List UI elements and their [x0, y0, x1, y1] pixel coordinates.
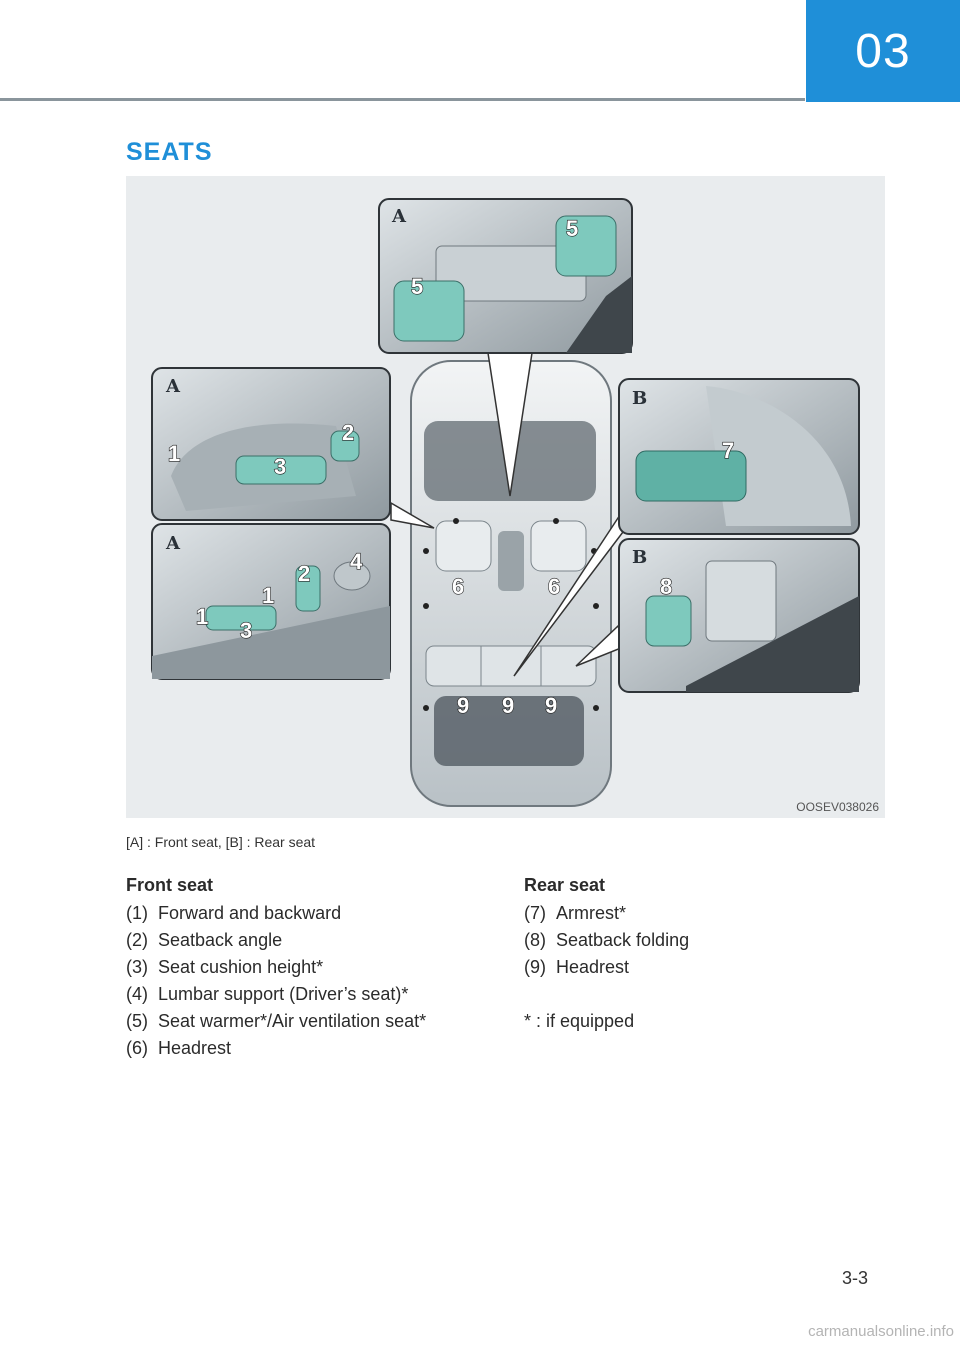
callout-3: 3 — [274, 454, 286, 479]
callout-6-left: 6 — [452, 574, 464, 599]
callout-2: 2 — [298, 561, 310, 586]
panel-letter-b: B — [632, 388, 647, 409]
callout-5-left: 5 — [411, 274, 423, 299]
panel-letter-a: A — [165, 533, 181, 554]
callout-3: 3 — [240, 618, 252, 643]
panel-front-seat-upper: A 1 2 3 — [151, 367, 391, 521]
seats-diagram: A 5 5 A 1 2 3 A 1 1 2 4 3 — [151, 198, 860, 807]
callout-1: 1 — [262, 583, 274, 608]
panel-letter-a: A — [165, 376, 181, 397]
list-item: (2)Seatback angle — [126, 930, 283, 950]
front-seat-heading: Front seat — [126, 875, 214, 895]
list-item: (5)Seat warmer*/Air ventilation seat* — [126, 1011, 427, 1031]
callout-9-center: 9 — [502, 693, 514, 718]
section-title: SEATS — [126, 138, 213, 166]
panel-letter-b: B — [632, 547, 647, 568]
callout-8: 8 — [660, 574, 672, 599]
chapter-number: 03 — [855, 24, 911, 78]
rear-seat-heading: Rear seat — [524, 875, 606, 895]
callout-7: 7 — [722, 438, 734, 463]
page-number: 3-3 — [842, 1268, 869, 1288]
callout-4: 4 — [350, 549, 363, 574]
list-item: (8)Seatback folding — [524, 930, 690, 950]
panel-front-seat-lower: A 1 1 2 4 3 — [151, 523, 391, 680]
list-item: (1)Forward and backward — [126, 903, 342, 923]
watermark: carmanualsonline.info — [808, 1323, 954, 1340]
panel-console: A 5 5 — [378, 198, 633, 354]
panel-letter-a: A — [391, 206, 407, 227]
seats-illustration: A 5 5 A 1 2 3 A 1 1 2 4 3 — [126, 176, 885, 818]
callout-1: 1 — [196, 604, 208, 629]
panel-rear-fold: B 8 — [618, 538, 860, 693]
list-item: (3)Seat cushion height* — [126, 957, 324, 977]
callout-5-right: 5 — [566, 216, 578, 241]
car-top-view — [410, 360, 612, 807]
rear-seat-list: Rear seat (7)Armrest* (8)Seatback foldin… — [524, 872, 884, 1035]
list-item: (9)Headrest — [524, 957, 630, 977]
figure-caption: [A] : Front seat, [B] : Rear seat — [126, 834, 316, 850]
list-item: (4)Lumbar support (Driver’s seat)* — [126, 984, 409, 1004]
callout-9-right: 9 — [545, 693, 557, 718]
panel-rear-armrest: B 7 — [618, 378, 860, 535]
list-item: (6)Headrest — [126, 1038, 232, 1058]
figure-code: OOSEV038026 — [796, 800, 879, 814]
callout-1: 1 — [168, 441, 180, 466]
callout-2: 2 — [342, 420, 354, 445]
pointer-front-left — [390, 501, 435, 529]
header-rule — [0, 98, 805, 101]
front-seat-list: Front seat (1)Forward and backward (2)Se… — [126, 872, 496, 1062]
chapter-tab: 03 — [806, 0, 960, 102]
list-item: (7)Armrest* — [524, 903, 627, 923]
callout-9-left: 9 — [457, 693, 469, 718]
footnote: * : if equipped — [524, 1011, 635, 1031]
callout-6-right: 6 — [548, 574, 560, 599]
